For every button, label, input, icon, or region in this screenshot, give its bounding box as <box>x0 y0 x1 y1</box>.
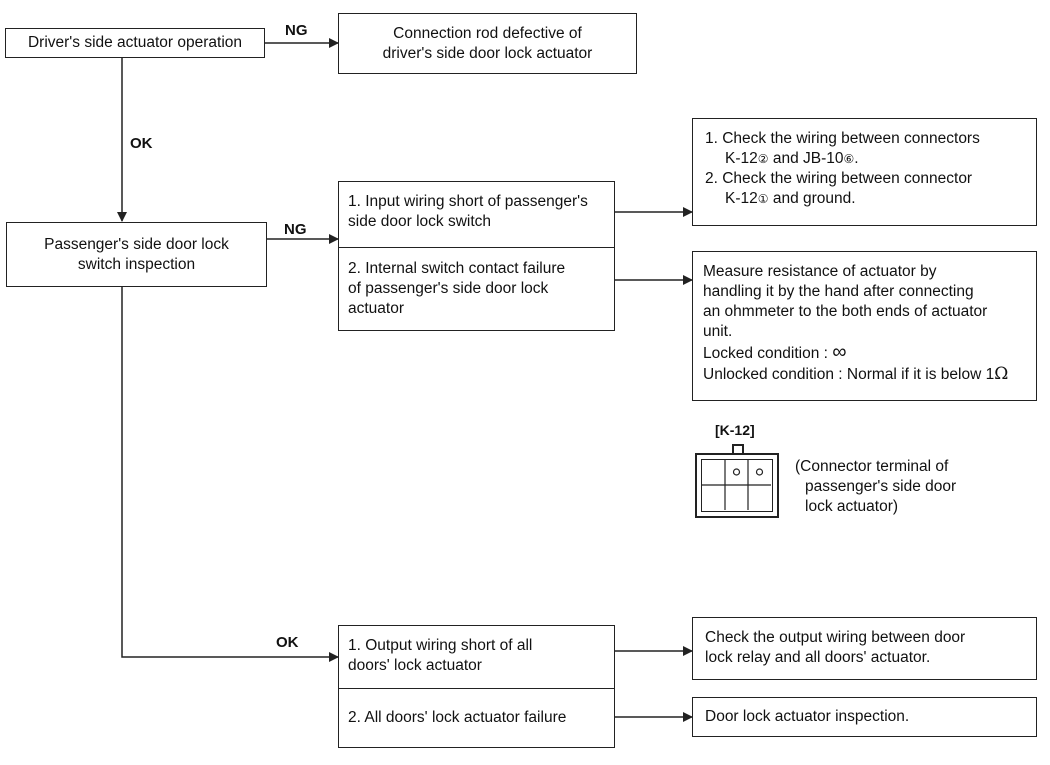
cause-line: 2. Internal switch contact failure <box>348 260 566 277</box>
cause-divider <box>339 247 614 248</box>
terminal-6-icon: ⑥ <box>843 152 855 166</box>
arrow-ok-pass <box>121 287 339 662</box>
measure-resistance-box: Measure resistance of actuator by handli… <box>692 251 1037 401</box>
edge-label-ng: NG <box>285 22 308 39</box>
output-cause-1: 1. Output wiring short of all doors' loc… <box>348 636 614 676</box>
measure-line: an ohmmeter to the both ends of actuator <box>703 303 988 320</box>
wiring-check-box: 1. Check the wiring between connectors K… <box>692 118 1037 226</box>
wiring-check-line: K-12① and ground. <box>725 190 856 207</box>
cause-line: 2. All doors' lock actuator failure <box>348 709 567 726</box>
actuator-inspection-box: Door lock actuator inspection. <box>692 697 1037 737</box>
cause-line: side door lock switch <box>348 213 492 230</box>
output-check-line: lock relay and all doors' actuator. <box>705 649 931 666</box>
cause-line: 1. Output wiring short of all <box>348 637 533 654</box>
measure-line: unit. <box>703 323 733 340</box>
infinity-symbol: ∞ <box>832 341 847 363</box>
output-wiring-check-box: Check the output wiring between door loc… <box>692 617 1037 680</box>
connector-icon <box>695 444 779 518</box>
locked-condition: Locked condition : ∞ <box>703 341 847 363</box>
output-check-line: Check the output wiring between door <box>705 629 966 646</box>
passenger-switch-line: Passenger's side door lock <box>44 235 229 253</box>
driver-fault-box: Connection rod defective of driver's sid… <box>338 13 637 74</box>
terminal-2-icon: ② <box>757 152 769 166</box>
cause-line: of passenger's side door lock <box>348 280 549 297</box>
passenger-switch-line: switch inspection <box>77 255 196 273</box>
connector-caption: (Connector terminal of passenger's side … <box>795 458 957 515</box>
passenger-cause-1: 1. Input wiring short of passenger's sid… <box>348 192 614 232</box>
connector-label: [K-12] <box>715 422 755 438</box>
cause-divider <box>339 688 614 689</box>
driver-actuator-check-text: Driver's side actuator operation <box>27 34 243 51</box>
measure-line: Measure resistance of actuator by <box>703 263 937 280</box>
connector-grid <box>702 460 771 510</box>
passenger-switch-check-box: Passenger's side door lock switch inspec… <box>6 222 267 287</box>
actuator-inspection-text: Door lock actuator inspection. <box>705 708 910 725</box>
unlocked-condition: Unlocked condition : Normal if it is bel… <box>703 364 1009 384</box>
wiring-check-line: K-12② and JB-10⑥. <box>725 150 859 167</box>
wiring-check-line: 1. Check the wiring between connectors <box>705 130 980 147</box>
edge-label-ok: OK <box>276 634 299 651</box>
cause-line: doors' lock actuator <box>348 657 482 674</box>
cause-line: 1. Input wiring short of passenger's <box>348 193 588 210</box>
passenger-cause-2: 2. Internal switch contact failure of pa… <box>348 259 614 319</box>
passenger-causes-box: 1. Input wiring short of passenger's sid… <box>338 181 615 331</box>
driver-fault-line: driver's side door lock actuator <box>382 44 593 62</box>
edge-label-ok: OK <box>130 135 153 152</box>
terminal-1-icon: ① <box>757 192 769 206</box>
cause-line: actuator <box>348 300 405 317</box>
output-cause-2: 2. All doors' lock actuator failure <box>348 708 614 728</box>
ohm-symbol: Ω <box>994 364 1009 384</box>
driver-actuator-check-box: Driver's side actuator operation <box>5 28 265 58</box>
output-causes-box: 1. Output wiring short of all doors' loc… <box>338 625 615 748</box>
wiring-check-line: 2. Check the wiring between connector <box>705 170 973 187</box>
edge-label-ng: NG <box>284 221 307 238</box>
driver-fault-line: Connection rod defective of <box>393 24 582 42</box>
measure-line: handling it by the hand after connecting <box>703 283 974 300</box>
